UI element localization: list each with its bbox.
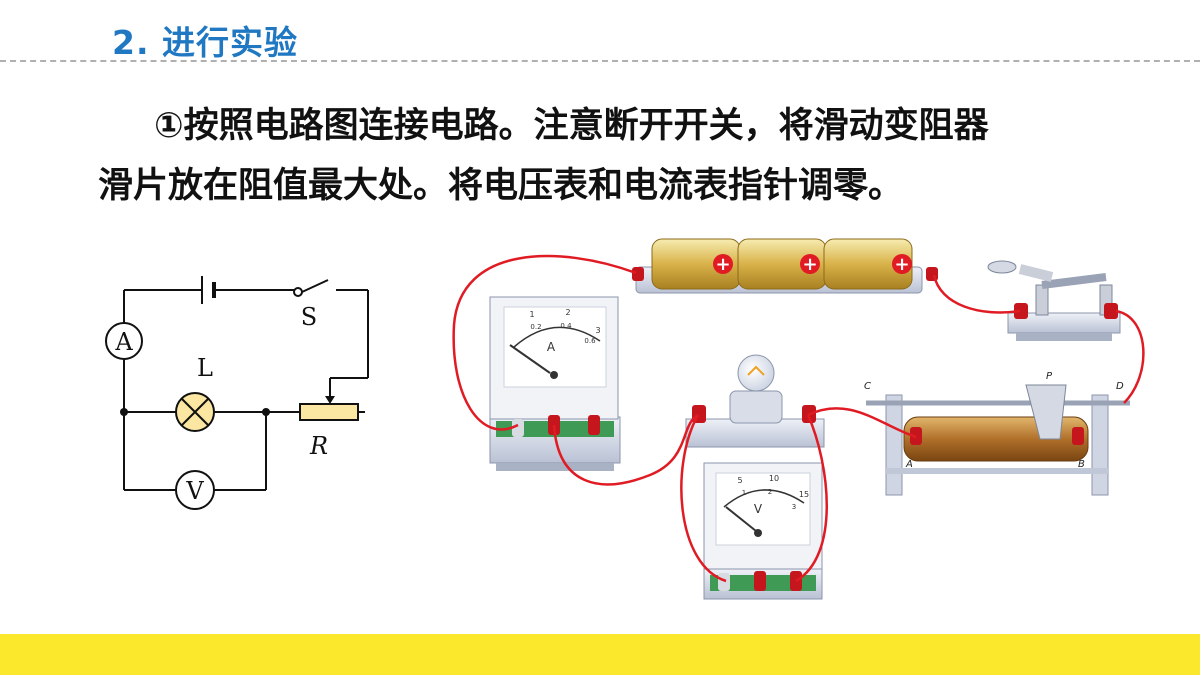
step-line-2: 滑片放在阻值最大处。将电压表和电流表指针调零。: [98, 166, 904, 206]
battery-plus-icon: [892, 254, 912, 274]
lamp-letter: L: [197, 354, 213, 382]
lamp-device: [685, 354, 825, 448]
switch-letter: S: [301, 303, 317, 331]
rheostat-symbol: [299, 403, 359, 421]
voltmeter-scale-label: 3: [792, 503, 796, 511]
ammeter-scale-label: 1: [529, 310, 534, 319]
voltmeter-dial-letter: V: [754, 502, 763, 516]
connecting-wires: [452, 254, 1145, 583]
step-line-1: ①按照电路图连接电路。注意断开开关，将滑动变阻器: [98, 96, 1098, 156]
rheostat-letter: R: [309, 432, 328, 460]
ammeter-dial-letter: A: [547, 340, 556, 354]
voltmeter-letter: V: [185, 477, 204, 505]
apparatus-illustration: + + + 1 2 3 0.2 0.4 0.6 A: [452, 238, 1145, 600]
circuit-schematic: A L S R V: [105, 276, 369, 510]
ammeter-scale-label: 0.2: [530, 323, 541, 331]
rheostat-device: C D A B P: [864, 371, 1130, 496]
battery-plus-sign: +: [715, 254, 730, 275]
knife-switch: [987, 260, 1121, 341]
rheostat-terminal-label: D: [1116, 381, 1124, 392]
battery-pack: + + +: [632, 238, 938, 294]
ammeter-letter: A: [114, 328, 133, 356]
section-heading: 2. 进行实验: [112, 23, 298, 62]
voltmeter-scale-label: 1: [742, 489, 746, 497]
voltmeter-device: 5 10 15 1 2 3 V: [703, 462, 823, 600]
ammeter-symbol: [105, 322, 143, 360]
battery-plus-icon: [800, 254, 820, 274]
junction-dot: [120, 408, 128, 416]
battery-plus-sign: +: [894, 254, 909, 275]
switch-pivot: [293, 287, 303, 297]
rheostat-slider-label: P: [1046, 371, 1053, 382]
voltmeter-scale-label: 2: [768, 488, 772, 496]
ammeter-scale-label: 0.6: [584, 337, 596, 345]
ammeter-scale-label: 0.4: [560, 322, 572, 330]
rheostat-terminal-label: B: [1078, 459, 1085, 470]
dashed-divider: [0, 60, 1200, 62]
voltmeter-scale-label: 5: [737, 476, 742, 485]
voltmeter-scale-label: 10: [769, 474, 779, 483]
voltmeter-symbol: [175, 470, 215, 510]
footer-band: [0, 634, 1200, 675]
junction-dot: [262, 408, 270, 416]
voltmeter-scale-label: 15: [799, 490, 809, 499]
rheostat-terminal-label: A: [905, 459, 913, 470]
battery-plus-icon: [713, 254, 733, 274]
ammeter-device: 1 2 3 0.2 0.4 0.6 A: [489, 296, 621, 471]
rheostat-terminal-label: C: [864, 381, 871, 392]
battery-plus-sign: +: [802, 254, 817, 275]
ammeter-scale-label: 2: [565, 308, 570, 317]
rheostat-arrow-icon: [325, 396, 335, 404]
ammeter-scale-label: 3: [595, 326, 600, 335]
step-line-1-text: ①按照电路图连接电路。注意断开开关，将滑动变阻器: [154, 106, 989, 146]
step-text: ①按照电路图连接电路。注意断开开关，将滑动变阻器 滑片放在阻值最大处。将电压表和…: [98, 96, 1098, 216]
